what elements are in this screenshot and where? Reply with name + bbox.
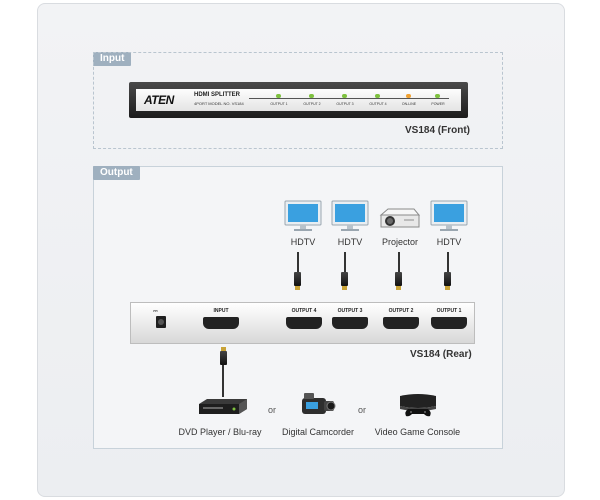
led-output-1 (276, 94, 281, 98)
led-output-2 (309, 94, 314, 98)
led-power (435, 94, 440, 98)
hdmi-output-port-1 (431, 317, 467, 329)
hdmi-output-port-2 (383, 317, 419, 329)
hdtv-icon (284, 200, 322, 231)
hdmi-cable (447, 252, 449, 272)
led-output-3 (342, 94, 347, 98)
led-label: POWER (431, 102, 445, 106)
input-section (93, 52, 503, 149)
hdmi-cable (344, 252, 346, 272)
led-label: OUTPUT 1 (270, 102, 288, 106)
hdmi-plug (395, 272, 402, 286)
model-title: HDMI SPLITTER (194, 92, 240, 98)
model-number: 4PORT MODEL NO. VS184 (194, 101, 244, 106)
svg-text:⎓: ⎓ (153, 309, 158, 315)
led-label: OUTPUT 3 (336, 102, 354, 106)
display-label: HDTV (337, 237, 363, 247)
front-caption: VS184 (Front) (405, 125, 471, 136)
hdmi-plug (220, 351, 227, 365)
rear-caption: VS184 (Rear) (410, 349, 472, 360)
led-bar (249, 98, 449, 99)
hdmi-plug (341, 272, 348, 286)
game-console-label: Video Game Console (374, 427, 461, 437)
hdmi-plug-tip (221, 347, 226, 351)
hdmi-cable (297, 252, 299, 272)
hdmi-plug (294, 272, 301, 286)
led-output-4 (375, 94, 380, 98)
game-console-icon (400, 394, 436, 417)
dc-power-jack-icon: ⎓ (153, 309, 166, 328)
output-port-label: OUTPUT 4 (291, 308, 317, 314)
vs184-front-panel: ATEN HDMI SPLITTER 4PORT MODEL NO. VS184… (129, 82, 468, 118)
brand-logo: ATEN (144, 93, 174, 107)
hdmi-output-port-4 (286, 317, 322, 329)
led-label: OUTPUT 4 (369, 102, 387, 106)
hdmi-output-port-3 (332, 317, 368, 329)
projector-icon (379, 208, 421, 228)
front-faceplate: ATEN HDMI SPLITTER 4PORT MODEL NO. VS184… (136, 89, 461, 111)
dvd-player-icon (199, 399, 247, 414)
hdmi-cable (222, 365, 224, 397)
dvd-player-label: DVD Player / Blu-ray (178, 427, 262, 437)
led-label: OUTPUT 2 (303, 102, 321, 106)
hdtv-icon (430, 200, 468, 231)
hdmi-cable (398, 252, 400, 272)
vs184-rear-panel: ⎓ INPUT OUTPUT 4 OUTPUT 3 OUTPUT 2 OUTPU… (130, 302, 475, 344)
input-section-tag: Input (93, 52, 132, 66)
or-separator: or (358, 405, 367, 415)
output-port-label: OUTPUT 3 (337, 308, 363, 314)
output-port-label: OUTPUT 2 (388, 308, 414, 314)
hdmi-plug-tip (342, 286, 347, 290)
output-section-tag: Output (93, 166, 140, 180)
camcorder-icon (302, 393, 336, 414)
or-separator: or (268, 405, 277, 415)
output-port-label: OUTPUT 1 (436, 308, 462, 314)
display-label: HDTV (290, 237, 316, 247)
hdmi-plug-tip (396, 286, 401, 290)
input-port-label: INPUT (213, 308, 229, 314)
camcorder-label: Digital Camcorder (281, 427, 355, 437)
hdmi-plug-tip (445, 286, 450, 290)
hdtv-icon (331, 200, 369, 231)
led-online (406, 94, 411, 98)
hdmi-input-port (203, 317, 239, 329)
hdmi-plug (444, 272, 451, 286)
hdmi-plug-tip (295, 286, 300, 290)
display-label: Projector (381, 237, 418, 247)
display-label: HDTV (436, 237, 462, 247)
led-label: ON-LINE (401, 102, 417, 106)
